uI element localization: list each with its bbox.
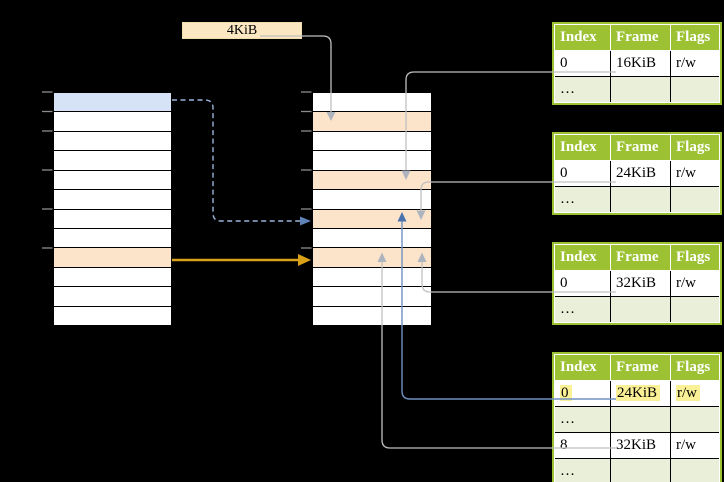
- page-table-cell: Index: [555, 135, 611, 160]
- page-table-cell: Index: [555, 355, 611, 380]
- physical-memory-row: [313, 170, 431, 191]
- virtual-memory-row: [54, 170, 171, 191]
- translation-arrow-orange: [172, 254, 311, 266]
- virtual-memory-row: [54, 93, 171, 113]
- virtual-page-dashed-arrow: [172, 99, 311, 226]
- page-table-cell: 0: [555, 161, 611, 186]
- physical-memory-row: [313, 131, 431, 152]
- page-table-cell: r/w: [671, 381, 719, 406]
- page-table-cell: …: [555, 459, 611, 482]
- page-table-cell: r/w: [671, 433, 719, 458]
- page-table-cell: Frame: [611, 355, 671, 380]
- page-table-cell: 0: [555, 381, 611, 406]
- page-table-cell: r/w: [671, 161, 719, 186]
- page-table-cell: r/w: [671, 51, 719, 76]
- physical-memory-row: [313, 112, 431, 132]
- virtual-memory-row: [54, 131, 171, 152]
- page-table-cell: …: [555, 77, 611, 102]
- virtual-memory-column: [53, 92, 172, 326]
- page-table-cell: 8: [555, 433, 611, 458]
- physical-memory-ticks: [301, 91, 312, 249]
- page-table-cell: Flags: [671, 135, 719, 160]
- physical-memory-row: [313, 209, 431, 229]
- page-table-row: …: [555, 76, 719, 102]
- page-table-cell: Index: [555, 245, 611, 270]
- arrow-right-icon: [300, 216, 311, 226]
- physical-memory-row: [313, 228, 431, 249]
- physical-memory-column: [312, 92, 432, 326]
- page-table-row: …: [555, 186, 719, 212]
- page-size-label: 4KiB: [226, 23, 258, 38]
- page-table-cell: [671, 77, 719, 102]
- page-table-cell: Flags: [671, 355, 719, 380]
- page-table-cell: Frame: [611, 135, 671, 160]
- page-table-row: …: [555, 406, 719, 432]
- virtual-memory-row: [54, 287, 171, 307]
- virtual-memory-row: [54, 112, 171, 132]
- page-size-label-box: 4KiB: [182, 22, 302, 39]
- page-table-cell: 0: [555, 271, 611, 296]
- physical-memory-row: [313, 267, 431, 288]
- page-table-cell: [611, 77, 671, 102]
- physical-memory-row: [313, 287, 431, 307]
- physical-memory-row: [313, 151, 431, 171]
- physical-memory-row: [313, 190, 431, 210]
- physical-memory-row: [313, 306, 431, 326]
- page-table-cell: [671, 187, 719, 212]
- virtual-memory-ticks: [42, 91, 53, 249]
- page-table-cell: Index: [555, 25, 611, 50]
- virtual-memory-row: [54, 151, 171, 171]
- page-table-cell: 32KiB: [611, 271, 671, 296]
- virtual-memory-row: [54, 306, 171, 326]
- page-table-row: …: [555, 458, 719, 482]
- page-table-cell: 0: [555, 51, 611, 76]
- page-table-cell: [611, 297, 671, 322]
- page-table-row: …: [555, 296, 719, 322]
- page-table-cell: [611, 187, 671, 212]
- page-table-cell: Frame: [611, 245, 671, 270]
- page-table-cell: 32KiB: [611, 433, 671, 458]
- page-table-cell: …: [555, 407, 611, 432]
- page-table-cell: 24KiB: [611, 161, 671, 186]
- physical-memory-row: [313, 248, 431, 268]
- page-table-cell: Frame: [611, 25, 671, 50]
- page-table-cell: Flags: [671, 245, 719, 270]
- page-table-cell: 24KiB: [611, 381, 671, 406]
- physical-memory-row: [313, 93, 431, 113]
- page-table-cell: r/w: [671, 271, 719, 296]
- virtual-memory-row: [54, 190, 171, 210]
- virtual-memory-row: [54, 228, 171, 249]
- page-table-cell: [611, 459, 671, 482]
- page-table-cell: [671, 407, 719, 432]
- virtual-memory-row: [54, 209, 171, 229]
- page-table-cell: [671, 297, 719, 322]
- arrow-right-icon: [298, 254, 311, 266]
- virtual-memory-row: [54, 267, 171, 288]
- page-table-cell: …: [555, 297, 611, 322]
- page-table-cell: [611, 407, 671, 432]
- page-table-cell: 16KiB: [611, 51, 671, 76]
- page-table-cell: [671, 459, 719, 482]
- page-table-cell: Flags: [671, 25, 719, 50]
- page-table-cell: …: [555, 187, 611, 212]
- virtual-memory-row: [54, 248, 171, 268]
